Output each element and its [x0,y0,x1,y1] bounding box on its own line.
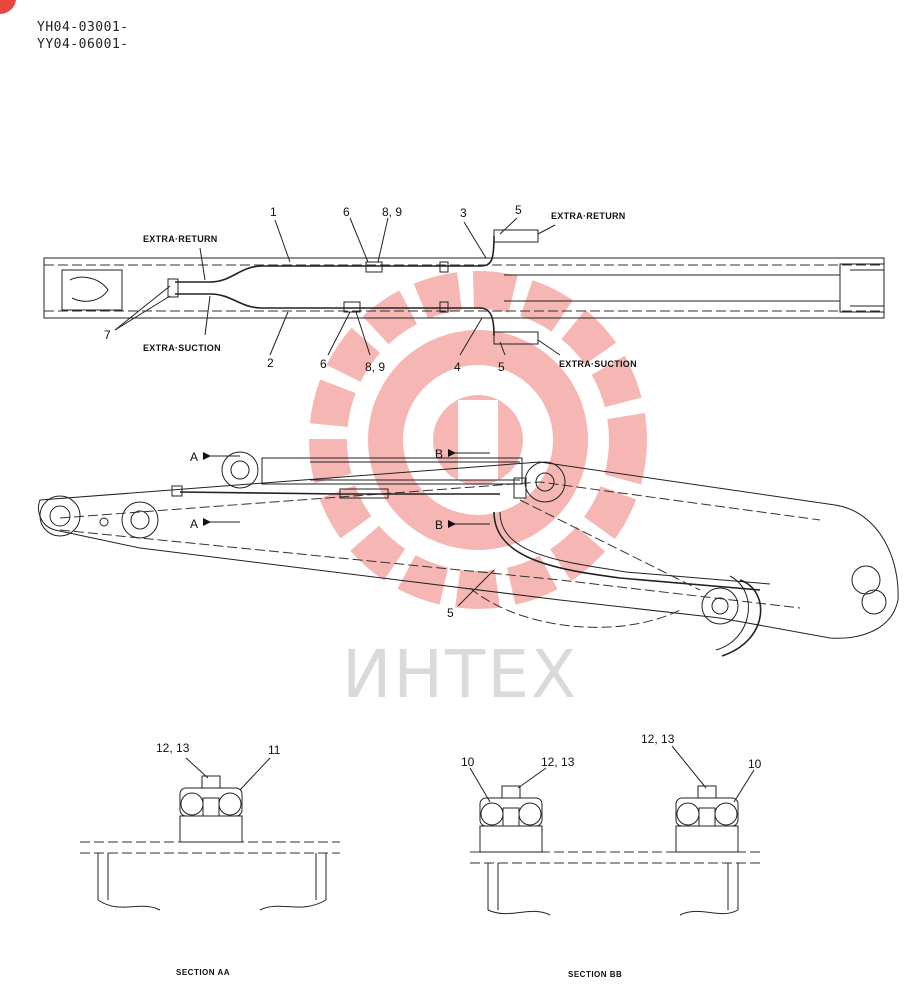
serial-range-1: YH04-03001- [37,20,129,35]
callout-8-9-bottom: 8, 9 [365,360,385,374]
callout-10-left: 10 [461,755,475,769]
top-view-boom [43,217,885,356]
section-bb-title: SECTION BB [568,970,622,979]
section-bb-drawing [469,745,760,916]
callout-5-top: 5 [515,203,522,217]
serial-range-2: YY04-06001- [37,37,129,52]
arrow-a-top: A [190,450,198,464]
callout-6-top: 6 [343,205,350,219]
arrow-b-bottom: B [435,518,443,532]
callout-10-right: 10 [748,757,762,771]
callout-4: 4 [454,360,461,374]
callout-11: 11 [268,743,281,757]
section-aa-drawing [80,757,340,911]
callout-12-13-bb-left: 12, 13 [541,755,575,769]
callout-5-side: 5 [447,606,454,620]
section-aa-title: SECTION AA [176,968,230,977]
callout-6-bottom: 6 [320,357,327,371]
side-view-boom [38,449,899,657]
callout-7: 7 [104,328,111,342]
label-extra-return-right: EXTRA·RETURN [551,211,626,221]
arrow-a-bottom: A [190,517,198,531]
label-extra-return-left: EXTRA·RETURN [143,234,218,244]
label-extra-suction-left: EXTRA·SUCTION [143,343,221,353]
callout-2: 2 [267,356,274,370]
callout-3: 3 [460,206,467,220]
callout-1: 1 [270,205,277,219]
corner-badge-icon [0,0,16,15]
arrow-b-top: B [435,447,443,461]
callout-8-9-top: 8, 9 [382,205,402,219]
watermark-logo-icon [309,271,647,609]
watermark-text: ИНТЕХ [342,636,578,713]
callout-12-13-aa: 12, 13 [156,741,190,755]
callout-5-bottom: 5 [498,360,505,374]
callout-12-13-bb-right: 12, 13 [641,732,675,746]
label-extra-suction-right: EXTRA·SUCTION [559,359,637,369]
